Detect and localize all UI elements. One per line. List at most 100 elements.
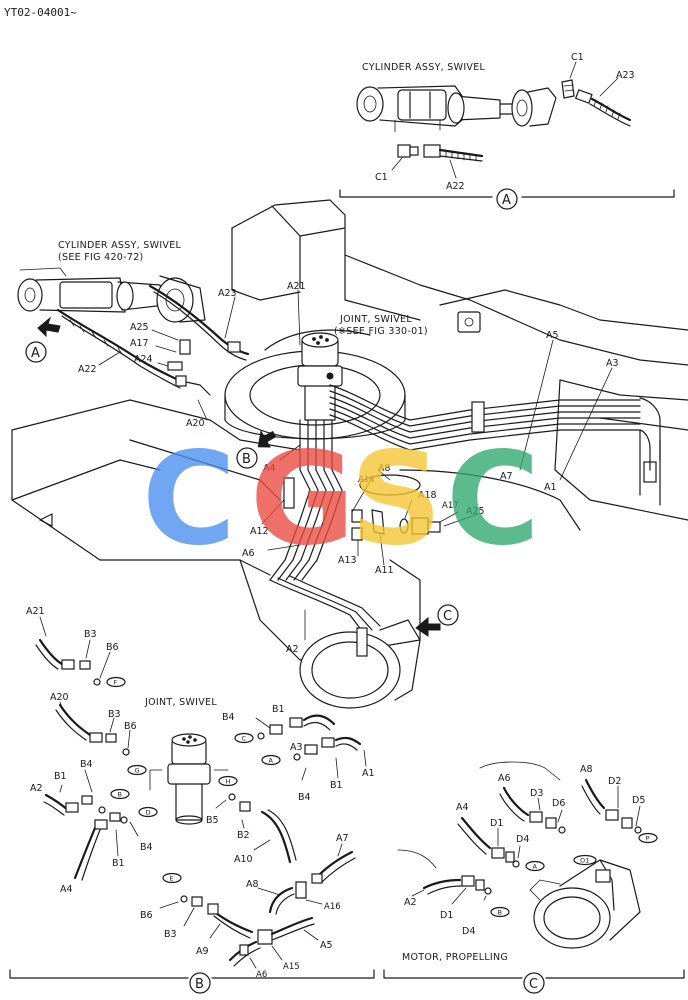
tag-a-shape	[261, 754, 281, 766]
panel-c-label-a8: A8	[580, 764, 593, 775]
label-a18-main: A18	[418, 490, 437, 501]
panel-b-label-a1: A1	[362, 768, 375, 779]
label-a14-main: A14	[358, 475, 375, 485]
panel-b-label-b1b: B1	[330, 780, 343, 791]
hoses-a22-a23-main	[56, 284, 250, 396]
panel-b-hose-a1	[293, 736, 367, 781]
panel-b-label-b2: B2	[237, 830, 250, 841]
swivel-joint-drawing	[297, 332, 343, 421]
pipe-bundle-main	[329, 384, 661, 471]
panel-c-label-d3: D3	[530, 788, 543, 799]
hose-a22-detail	[423, 144, 484, 179]
swing-bearing-drawing	[224, 350, 406, 440]
panel-b-hose-a10	[215, 793, 297, 864]
main-leader-lines	[98, 289, 613, 641]
panel-a-marker-letter: A	[502, 193, 511, 208]
panel-b-swivel-joint	[149, 733, 229, 825]
panel-b-label-b4c: B4	[140, 842, 153, 853]
tag-c-b: B	[498, 909, 502, 917]
panel-c-label-d4a: D4	[516, 834, 529, 845]
label-a3-main: A3	[606, 358, 619, 369]
pipe-bundle-lower	[269, 419, 381, 636]
tag-c-o1: O1	[580, 857, 589, 865]
fitting-c1-top	[561, 61, 577, 99]
panel-b-label-b1d: B1	[112, 858, 125, 869]
panel-b-marker	[189, 972, 211, 994]
panel-c-label-d1a: D1	[490, 818, 503, 829]
label-c1-bottom: C1	[375, 172, 388, 183]
tag-c-o1-shape	[573, 854, 597, 866]
fitting-c1-bottom	[391, 144, 419, 171]
tag-c-a: A	[533, 863, 538, 871]
tag-h: H	[226, 778, 231, 786]
panel-b-hose-a4	[73, 812, 139, 881]
panel-b-tags: F G C A B D H E	[106, 676, 281, 884]
label-a23-top: A23	[616, 70, 635, 81]
tag-c-p: P	[646, 835, 650, 843]
panel-b-caption: JOINT, SWIVEL	[144, 697, 217, 708]
watermark-logo: C G S C	[142, 425, 540, 574]
panel-c-detail: A6 A8 D3 D6 D2 D5 A4 D1 D4 A2 D1 D4	[383, 761, 685, 994]
fittings-a11-a18-a25	[351, 509, 441, 541]
label-c1-top: C1	[571, 52, 584, 63]
fitting-a17-main	[179, 339, 191, 355]
tag-f-shape	[106, 676, 126, 688]
panel-c-hose-a2	[411, 875, 492, 905]
tag-d: D	[146, 809, 151, 817]
label-a17-main: A17	[130, 338, 149, 349]
panel-a-marker	[496, 188, 518, 210]
panel-b-label-b3b: B3	[108, 709, 121, 720]
panel-b-label-b1a: B1	[272, 704, 285, 715]
upper-frame-drawing	[231, 199, 688, 521]
tag-e: E	[170, 875, 174, 883]
main-swing-cylinder-drawing	[17, 267, 206, 323]
label-a22-detail: A22	[446, 181, 465, 192]
panel-b-label-a6: A6	[256, 970, 267, 980]
label-a25b-main: A25	[466, 506, 485, 517]
panel-c-label-d1b: D1	[440, 910, 453, 921]
panel-b-label-a9: A9	[196, 946, 209, 957]
panel-c-label-d2: D2	[608, 776, 621, 787]
label-a4-main: A4	[263, 463, 276, 474]
panel-b-hose-a21	[35, 616, 111, 686]
panel-c-label-a2: A2	[404, 897, 417, 908]
label-a2-main: A2	[286, 644, 299, 655]
main-joint-caption-2: (※SEE FIG 330-01)	[334, 326, 428, 337]
tag-c-shape	[234, 732, 254, 744]
panel-b-label-a20: A20	[50, 692, 69, 703]
panel-b-label-a5: A5	[320, 940, 333, 951]
panel-c-hose-a6-a8	[499, 778, 642, 834]
tag-c: C	[242, 735, 247, 743]
panel-c-marker	[523, 972, 545, 994]
propel-motor-drawing	[529, 859, 641, 949]
panel-c-marker-letter: C	[529, 977, 538, 992]
panel-b-label-a8: A8	[246, 879, 259, 890]
panel-b-label-b6a: B6	[106, 642, 119, 653]
tag-e-shape	[162, 872, 182, 884]
panel-c-caption: MOTOR, PROPELLING	[402, 952, 508, 963]
tag-b-shape	[110, 788, 130, 800]
panel-a-detail: CYLINDER ASSY, SWIVEL C1	[339, 52, 675, 210]
panel-b-label-b4b: B4	[222, 712, 235, 723]
hose-a23	[574, 77, 632, 127]
label-a22-main: A22	[78, 364, 97, 375]
watermark-letter-1: C	[142, 425, 236, 574]
swivel-cylinder-drawing	[356, 85, 557, 133]
label-a13-main: A13	[338, 555, 357, 566]
panel-b-hose-a3	[255, 714, 336, 740]
panel-a-bracket	[339, 189, 675, 198]
panel-c-label-d6: D6	[552, 798, 565, 809]
label-a12-main: A12	[250, 526, 269, 537]
main-cylinder-caption-1: CYLINDER ASSY, SWIVEL	[58, 240, 182, 251]
view-marker-c	[437, 604, 459, 626]
label-a17b-main: A17	[442, 501, 459, 511]
label-a21-main: A21	[287, 281, 306, 292]
label-a8-main: A8	[378, 463, 391, 474]
arrow-view-c	[415, 616, 441, 637]
panel-b-label-b3a: B3	[84, 629, 97, 640]
panel-b-bracket	[9, 969, 375, 979]
view-marker-b-letter: B	[242, 452, 251, 467]
view-marker-a	[25, 341, 47, 363]
panel-b-label-a16: A16	[324, 902, 341, 912]
